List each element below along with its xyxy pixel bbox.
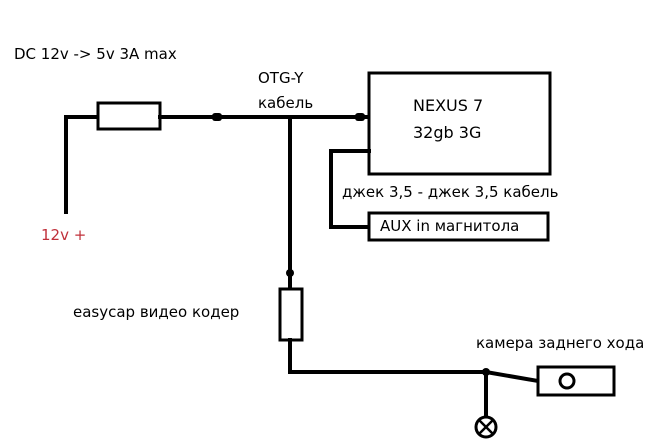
dc-converter-element [96,101,162,131]
camera-wire [288,338,541,384]
video-encoder-label: easycap видео кодер [73,303,240,321]
audio-cable-wire [329,149,371,229]
power-input-wire [64,115,100,214]
tablet-label-line1: NEXUS 7 [413,96,484,115]
camera-label: камера заднего хода [476,334,645,352]
audio-cable-label: джек 3,5 - джек 3,5 кабель [342,183,559,201]
aux-label: AUX in магнитола [380,217,520,235]
otg-label-line1: OTG-Y [258,69,304,87]
power-spec-label: DC 12v -> 5v 3A max [14,45,177,63]
otg-label-line2: кабель [258,94,314,112]
camera-body [536,365,616,397]
connector-mark-left [212,113,222,121]
tablet-box [367,71,552,176]
junction-dot [286,269,294,277]
tablet-label-line2: 32gb 3G [413,123,482,142]
supply-plus-label: 12v + [41,226,87,244]
camera-lens-icon [558,372,576,390]
connector-mark-right [355,113,365,121]
ground-symbol-icon [474,415,498,439]
aux-box [367,211,550,242]
video-encoder-element [278,287,304,342]
